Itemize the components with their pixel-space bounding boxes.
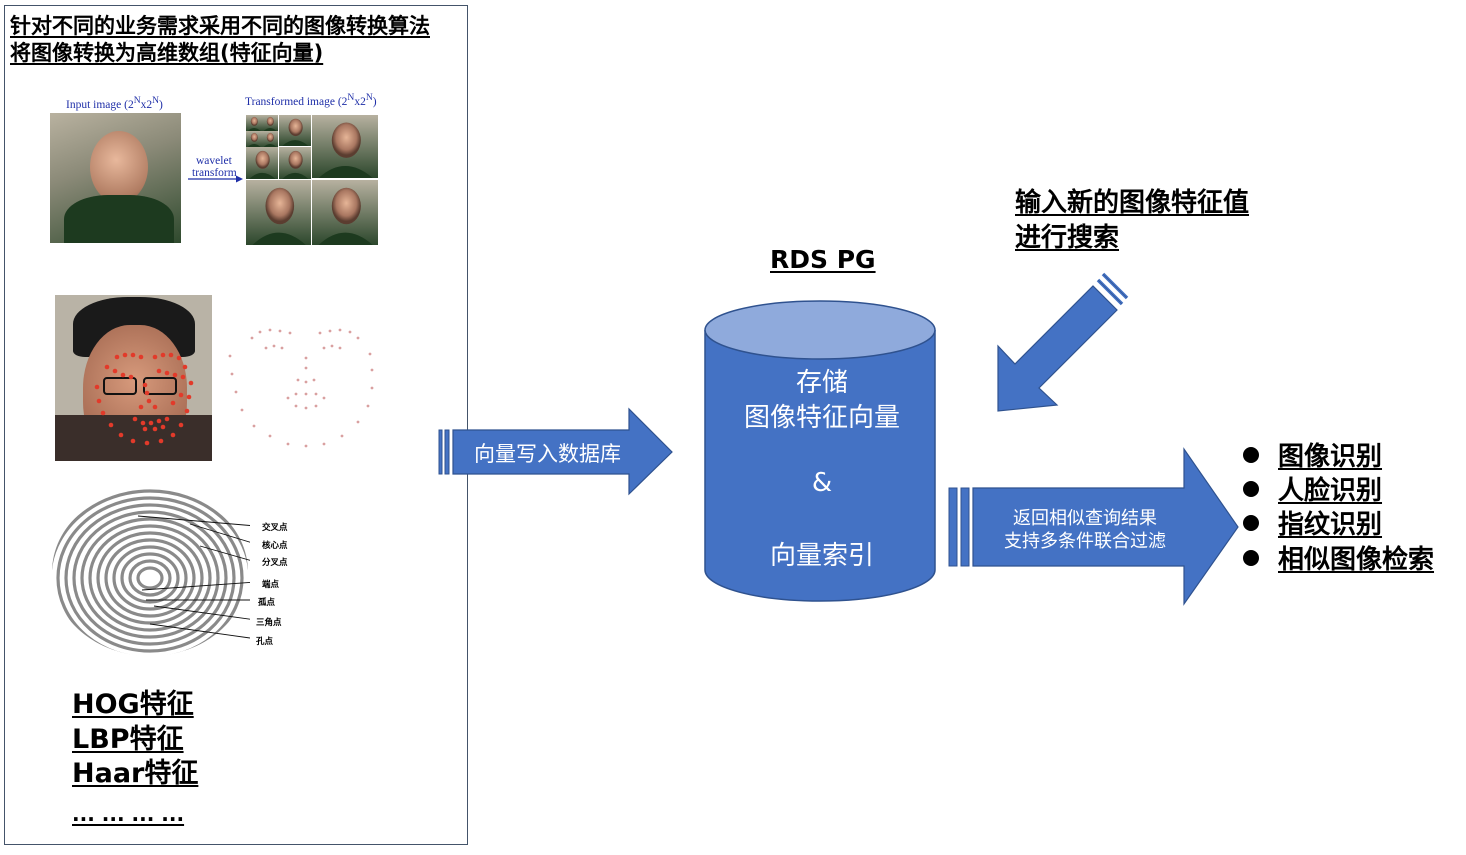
write-arrow-icon [438,407,673,496]
db-line-ampersand: & [811,468,833,498]
db-title: RDS PG [770,245,876,274]
feature-haar: Haar特征 [72,758,199,789]
result-label: 相似图像检索 [1278,545,1435,575]
bullet-icon [1243,514,1259,531]
db-line-store: 存储 [795,368,848,398]
return-label-line-2: 支持多条件联合过滤 [1004,531,1166,552]
database-cylinder-icon [704,300,936,602]
result-item: 指纹识别 [1243,504,1382,541]
bullet-icon [1243,549,1259,566]
db-line-vector-index: 向量索引 [769,541,874,571]
landmark-points [94,352,194,446]
result-item: 图像识别 [1243,436,1382,473]
search-arrow-icon [997,272,1129,412]
transformed-face-grid [246,115,378,245]
result-label: 指纹识别 [1278,510,1383,540]
feature-hog: HOG特征 [72,689,194,720]
search-label-line-1: 输入新的图像特征值 [1015,188,1250,218]
wavelet-label: wavelet [196,155,232,167]
fp-label-crossing: 交叉点 [262,523,288,533]
fp-label-ending: 端点 [262,580,280,590]
fp-label-bifurcation: 分叉点 [262,558,288,568]
result-item: 人脸识别 [1243,470,1382,507]
fp-label-core: 核心点 [262,541,288,551]
algorithm-panel [4,5,468,845]
panel-title-line-1: 针对不同的业务需求采用不同的图像转换算法 [10,14,430,38]
fp-label-delta: 三角点 [256,618,282,628]
transformed-image-label: Transformed image (2Nx2N) [245,92,377,108]
bullet-icon [1243,480,1259,497]
landmark-face-image [55,295,212,461]
wavelet-arrow-icon [188,175,243,183]
result-label: 人脸识别 [1278,476,1383,506]
search-label-line-2: 进行搜索 [1015,223,1120,253]
return-arrow-icon [948,447,1239,606]
feature-lbp: LBP特征 [72,724,184,755]
panel-title-line-2: 将图像转换为高维数组(特征向量) [10,41,324,65]
db-line-feature-vector: 图像特征向量 [743,403,900,433]
landmark-map-diagram [228,328,374,448]
transform-label: transform [192,167,237,179]
input-face-image [50,113,181,243]
fp-label-pore: 孔点 [256,637,274,647]
input-image-label: Input image (2Nx2N) [66,95,163,111]
write-arrow-label: 向量写入数据库 [474,442,621,466]
fingerprint-image [52,489,250,656]
bullet-icon [1243,446,1259,463]
result-label: 图像识别 [1278,442,1383,472]
return-label-line-1: 返回相似查询结果 [1013,508,1157,529]
result-item: 相似图像检索 [1243,539,1434,576]
feature-ellipsis: ... ... ... ... [72,802,185,826]
fp-label-island: 孤点 [258,598,276,608]
